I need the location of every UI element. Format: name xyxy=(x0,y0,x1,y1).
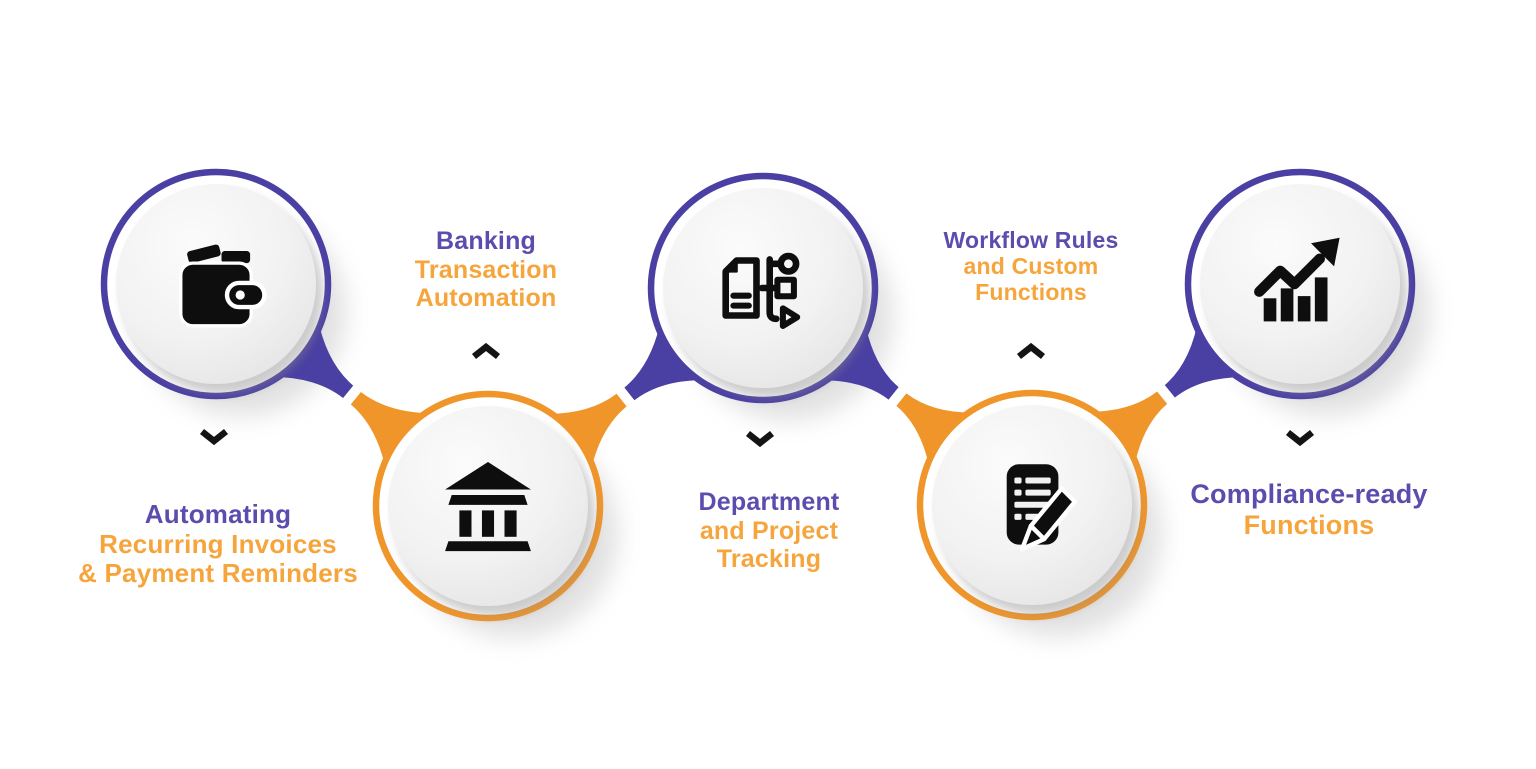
connector-wedge xyxy=(896,393,981,475)
label-line: & Payment Reminders xyxy=(78,558,358,589)
connector-wedge xyxy=(1164,315,1250,398)
label-line: Functions xyxy=(1243,509,1375,540)
bank-icon xyxy=(445,462,531,552)
connector-wedge xyxy=(350,392,437,475)
growth-chart-icon xyxy=(1254,237,1340,322)
label-line: Tracking xyxy=(716,545,822,573)
label-line: Recurring Invoices xyxy=(99,528,337,559)
label-line: Automation xyxy=(415,284,557,312)
label-line: Banking xyxy=(435,227,537,255)
document-flow-icon xyxy=(722,252,801,329)
label-line: Functions xyxy=(975,279,1087,306)
connector-wedge xyxy=(624,317,711,401)
label-line: Transaction xyxy=(414,255,558,284)
node-label-automating-invoices: Automating Recurring Invoices & Payment … xyxy=(78,499,358,589)
connector-wedge xyxy=(814,318,899,400)
chevron-up-icon xyxy=(1016,343,1046,360)
node-label-banking-transaction: Banking Transaction Automation xyxy=(415,227,558,313)
wallet-icon xyxy=(179,244,267,328)
connector-wedge xyxy=(267,315,354,398)
node-disc xyxy=(388,406,588,606)
chevron-up-icon xyxy=(471,343,501,360)
note-edit-icon xyxy=(1006,464,1078,552)
chevron-down-icon xyxy=(745,430,775,447)
connector-wedges xyxy=(267,315,1250,477)
label-line: Compliance-ready xyxy=(1190,479,1428,509)
label-line: Automating xyxy=(144,499,292,529)
connector-wedge xyxy=(540,393,627,477)
label-line: and Custom xyxy=(963,253,1099,280)
label-line: Workflow Rules xyxy=(943,227,1119,253)
chevron-down-icon xyxy=(199,428,229,445)
node-label-department-tracking: Department and Project Tracking xyxy=(699,488,840,574)
label-line: Department xyxy=(698,488,840,516)
label-line: and Project xyxy=(699,516,839,545)
node-circles xyxy=(100,168,1416,622)
node-label-compliance-ready: Compliance-ready Functions xyxy=(1190,479,1427,541)
node-label-workflow-rules: Workflow Rules and Custom Functions xyxy=(944,227,1119,306)
chevron-down-icon xyxy=(1285,429,1315,446)
connector-wedge xyxy=(1082,391,1168,474)
